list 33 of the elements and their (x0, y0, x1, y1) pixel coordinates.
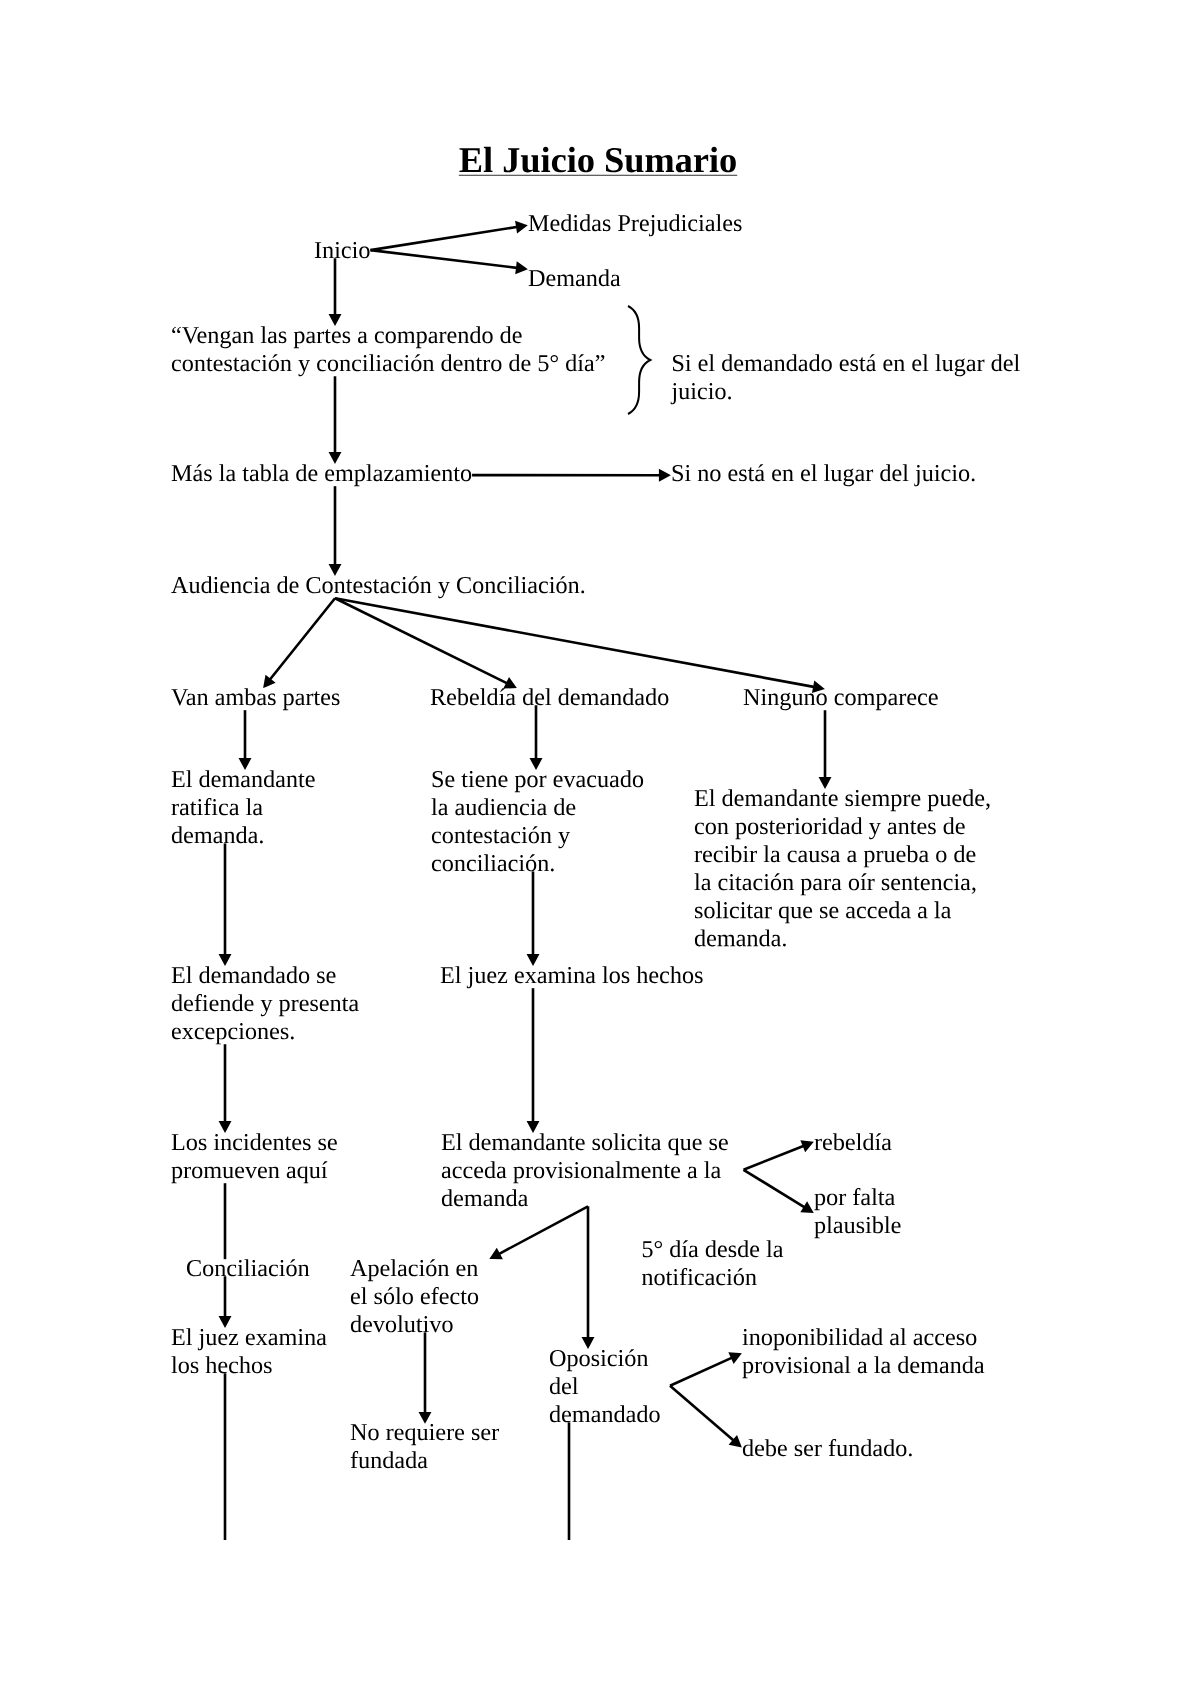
step-text: Si no está en el lugar del juicio. (672, 464, 975, 487)
title: El Juicio Sumario (458, 146, 738, 176)
step-text: El juez examina los hechos (171, 1328, 327, 1374)
step-text: Conciliación (187, 1259, 310, 1277)
step-text: Ninguno comparece (743, 688, 938, 711)
connector-line (223, 1183, 227, 1260)
step-text: No requiere ser fundada (350, 1424, 499, 1469)
step-text: rebeldía (814, 1133, 892, 1151)
connector-line (567, 1422, 571, 1540)
connector-line (223, 1373, 227, 1540)
step-text: Audiencia de Contestación y Conciliación. (171, 576, 585, 599)
arrow (669, 1384, 742, 1448)
step-text: por falta plausible (814, 1187, 901, 1239)
step-text: Medidas Prejudiciales (528, 214, 742, 237)
note-text: 5° día desde la notificación (642, 1240, 784, 1286)
step-text: Oposición del demandado (549, 1349, 660, 1423)
step-text: El juez examina los hechos (440, 966, 703, 989)
step-text: “Vengan las partes a comparendo de contestación y conciliación dentro de 5° día” (171, 326, 605, 377)
step-text: Se tiene por evacuado la audiencia de contestación y conciliación. (431, 770, 644, 872)
step-text: inoponibilidad al acceso provisional a la demanda (742, 1328, 985, 1379)
step-text: Rebeldía del demandado (430, 688, 669, 706)
step-text: El demandante solicita que se acceda provisionalmente a la demanda (441, 1133, 728, 1207)
step-text: El demandante ratifica la demanda. (171, 770, 315, 844)
step-text: El demandado se defiende y presenta excepciones. (171, 966, 359, 1045)
step-text: Más la tabla de emplazamiento (171, 464, 472, 487)
step-text: debe ser fundado. (742, 1438, 912, 1457)
step-text: Van ambas partes (171, 688, 340, 711)
step-text: Demanda (528, 269, 621, 287)
step-text: Los incidentes se promueven aquí (171, 1133, 337, 1184)
step-text: Inicio (314, 241, 370, 259)
note-text: Si el demandado está en el lugar del juicio. (670, 354, 1020, 405)
step-text: Apelación en el sólo efecto devolutivo (350, 1259, 479, 1333)
step-text: El demandante siempre puede, con posterioridad y antes de recibir la causa a prueba o de la citación para oír sentencia, solicitar que se acceda a la demanda. (694, 789, 990, 947)
